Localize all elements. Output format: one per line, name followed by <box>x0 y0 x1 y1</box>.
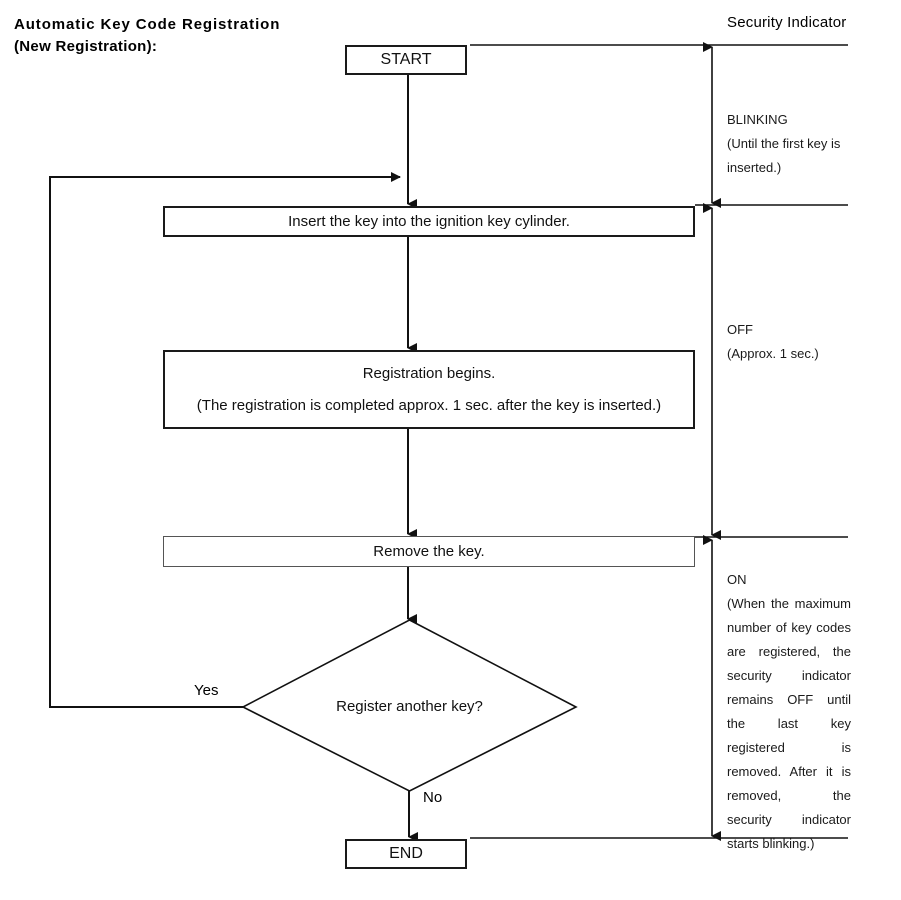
node-registration-line1: Registration begins. <box>362 364 496 382</box>
connector-yes-loop <box>49 172 401 708</box>
annotation-blinking-detail: (Until the first key is inserted.) <box>727 136 841 175</box>
annotation-on-detail: (When the maximum number of key codes ar… <box>727 596 851 851</box>
node-remove-key-label: Remove the key. <box>373 542 485 560</box>
security-indicator-column-header: Security Indicator <box>727 14 847 31</box>
node-end[interactable]: END <box>345 839 467 869</box>
annotation-off-state: OFF <box>727 322 753 337</box>
page-title-line1: Automatic Key Code Registration <box>14 16 281 33</box>
node-start-label: START <box>380 51 432 68</box>
branch-label-yes: Yes <box>194 682 219 699</box>
annotation-off-detail: (Approx. 1 sec.) <box>727 346 819 361</box>
node-registration-begins[interactable]: Registration begins. (The registration i… <box>163 350 695 429</box>
annotation-blinking: BLINKING (Until the first key is inserte… <box>727 108 851 180</box>
node-decision-register-another[interactable]: Register another key? <box>243 620 576 792</box>
node-remove-key[interactable]: Remove the key. <box>163 536 695 567</box>
node-start[interactable]: START <box>345 45 467 75</box>
node-decision-label: Register another key? <box>336 697 483 715</box>
annotation-blinking-state: BLINKING <box>727 112 788 127</box>
node-end-label: END <box>389 845 423 862</box>
node-insert-key[interactable]: Insert the key into the ignition key cyl… <box>163 206 695 237</box>
annotation-on: ON (When the maximum number of key codes… <box>727 568 851 856</box>
node-insert-key-label: Insert the key into the ignition key cyl… <box>288 212 570 230</box>
annotation-off: OFF (Approx. 1 sec.) <box>727 318 857 366</box>
page-title: Automatic Key Code Registration (New Reg… <box>14 14 434 58</box>
annotation-on-state: ON <box>727 572 747 587</box>
branch-label-no: No <box>423 789 443 806</box>
page-title-line2: (New Registration): <box>14 38 158 55</box>
node-registration-line2: (The registration is completed approx. 1… <box>196 396 662 414</box>
